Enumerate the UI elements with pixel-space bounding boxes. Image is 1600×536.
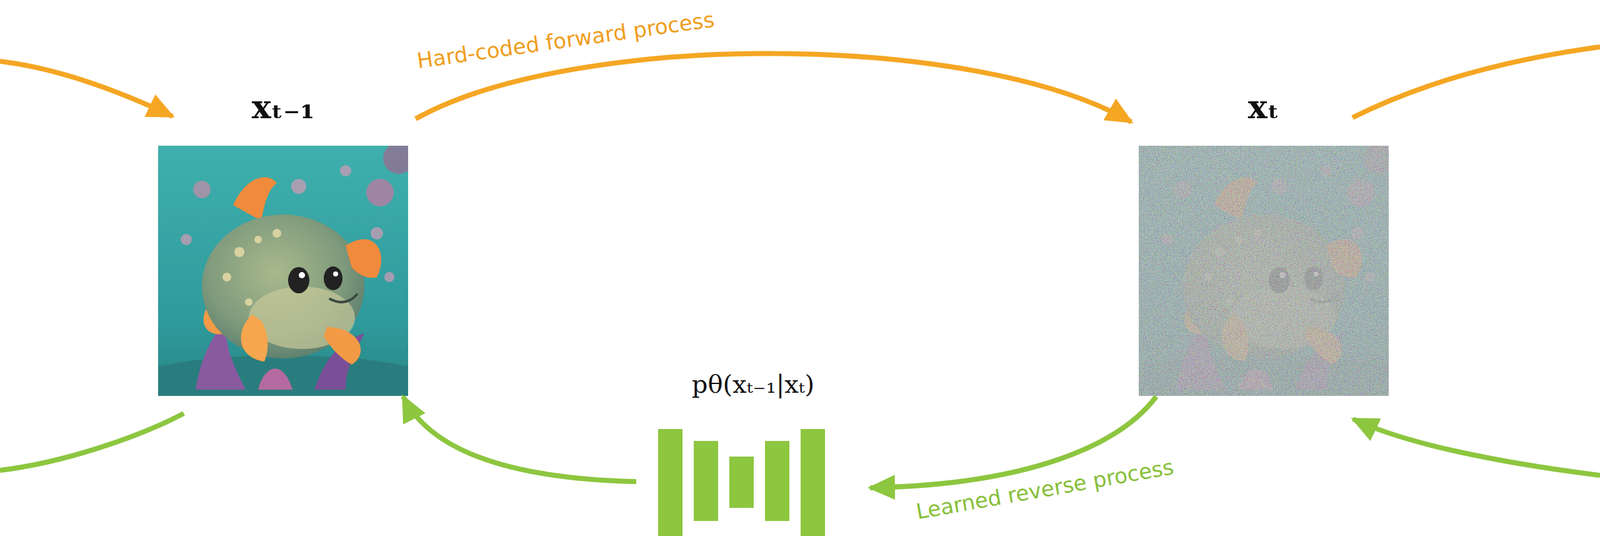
network-node: pθ(xₜ₋₁|xₜ) bbox=[636, 365, 870, 536]
node-heading: xₜ bbox=[1131, 87, 1397, 126]
edge-label: Hard-coded forward process bbox=[415, 6, 717, 74]
node-heading: pθ(xₜ₋₁|xₜ) bbox=[636, 369, 870, 399]
reverse-arrow bbox=[403, 396, 637, 482]
node-heading: xₜ₋₁ bbox=[150, 87, 416, 126]
network-symbol bbox=[636, 428, 855, 536]
forward-arrow bbox=[415, 53, 1132, 122]
image-node: xₜ₋₁ bbox=[150, 80, 416, 397]
image-node: xₜ bbox=[1131, 80, 1397, 397]
